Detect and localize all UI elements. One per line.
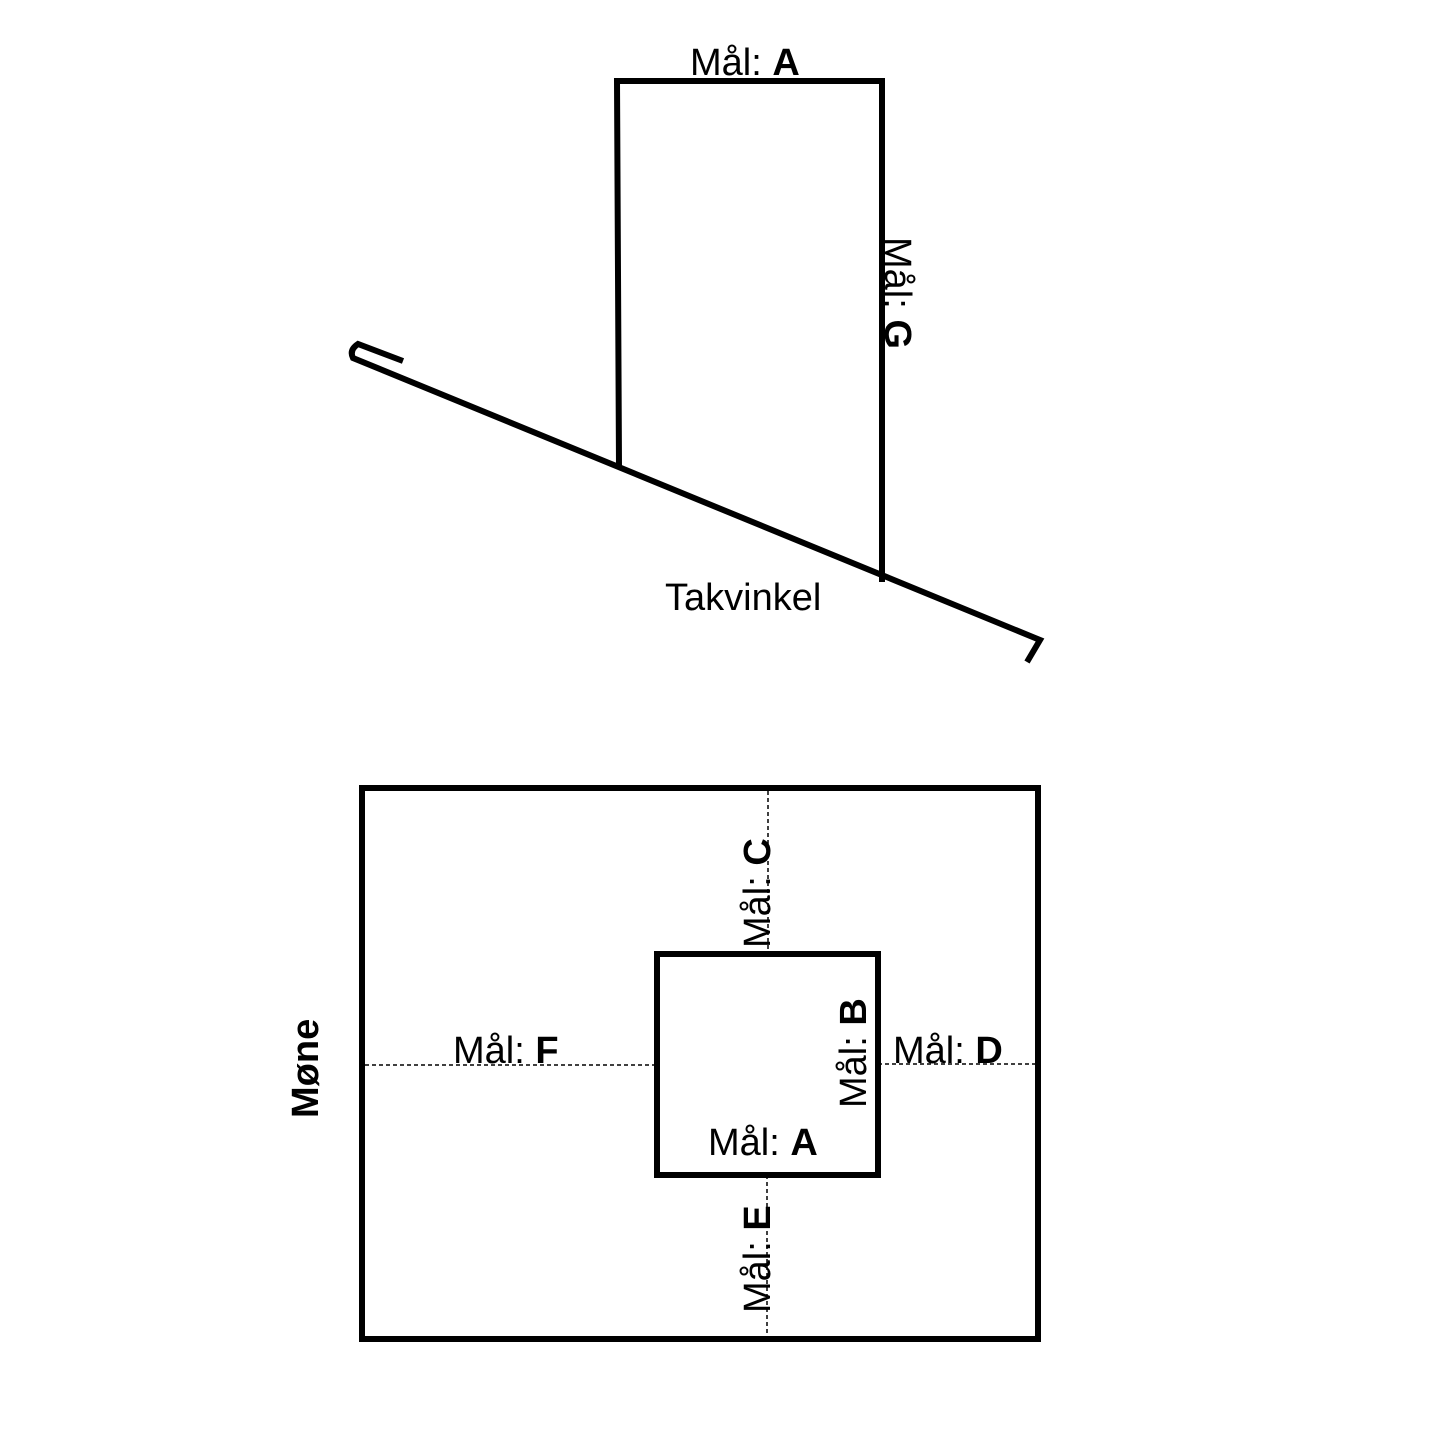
dimension-label-d: Mål: D [893, 1030, 1003, 1072]
chimney-outline [613, 78, 885, 582]
roof-slope-line [348, 340, 1045, 664]
side-view: Mål: A Mål: G Takvinkel [348, 42, 1045, 664]
dimension-label-f: Mål: F [453, 1030, 559, 1072]
dimension-label-b: Mål: B [833, 998, 875, 1108]
dimension-label-c: Mål: C [737, 838, 779, 948]
top-dimension-label: Mål: A [690, 42, 800, 84]
dimension-label-a: Mål: A [708, 1122, 818, 1164]
plan-view: Møne Mål: C Mål: B Mål: D Mål: F Mål: A … [285, 785, 1041, 1342]
chimney-opening [654, 951, 881, 1178]
outer-plate [359, 785, 1041, 1342]
roof-angle-label: Takvinkel [665, 577, 821, 619]
right-dimension-label: Mål: G [876, 237, 918, 349]
ridge-label: Møne [285, 1019, 327, 1118]
dimension-label-e: Mål: E [737, 1205, 779, 1313]
